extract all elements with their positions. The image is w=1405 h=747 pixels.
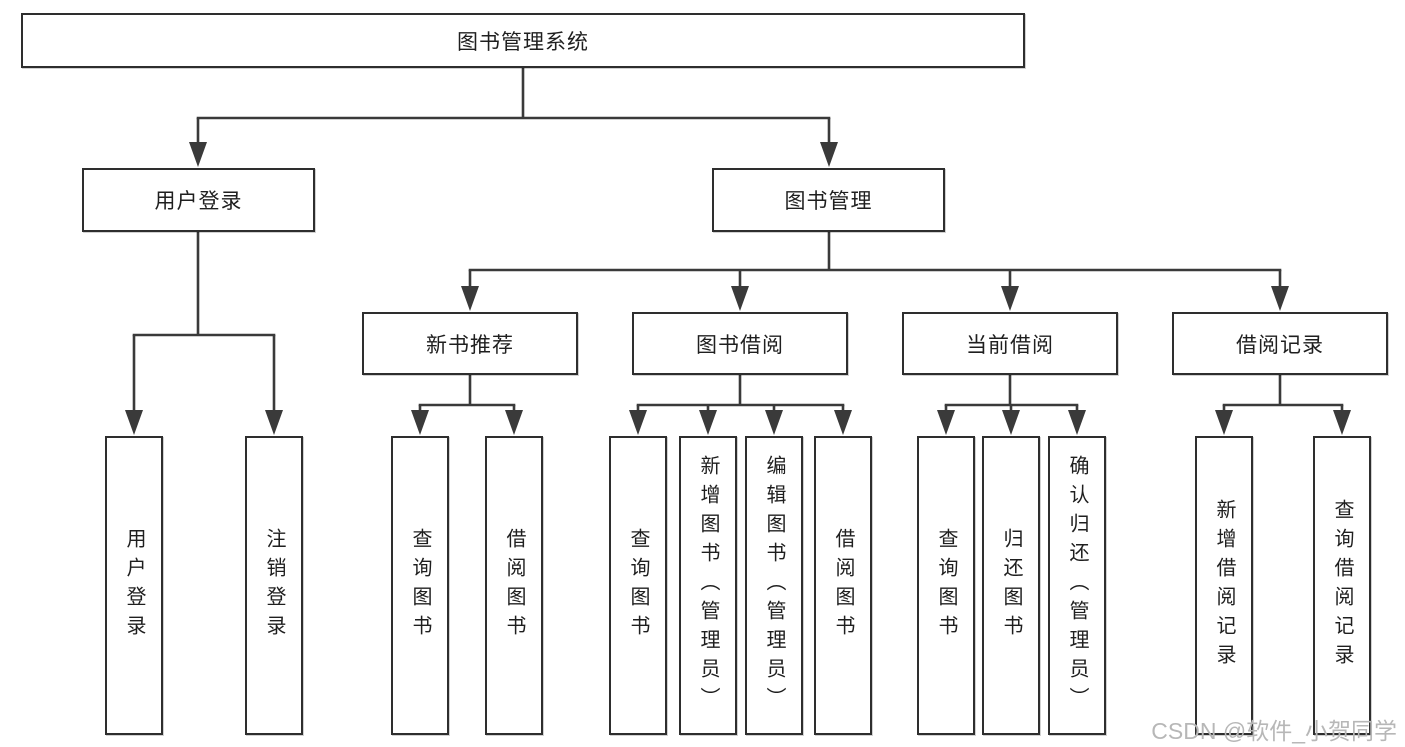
leaf-query-books-current-label: 查询图书 <box>935 527 957 644</box>
watermark: CSDN @软件_小贺同学 <box>1151 718 1397 744</box>
node-borrow-records-label: 借阅记录 <box>1236 333 1324 357</box>
node-user-login-label: 用户登录 <box>154 190 243 213</box>
leaf-add-book-admin-label: 新增图书（管理员） <box>697 455 719 716</box>
leaf-return-book-label: 归还图书 <box>1000 527 1022 644</box>
leaf-query-books-recommend: 查询图书 <box>391 436 449 735</box>
node-new-book-recommend: 新书推荐 <box>362 312 578 375</box>
node-root-label: 图书管理系统 <box>457 30 589 54</box>
leaf-confirm-return-admin-label: 确认归还（管理员） <box>1066 455 1088 716</box>
node-root: 图书管理系统 <box>21 13 1025 68</box>
node-current-borrow: 当前借阅 <box>902 312 1118 375</box>
leaf-query-books-recommend-label: 查询图书 <box>409 527 431 644</box>
leaf-user-login: 用户登录 <box>105 436 163 735</box>
leaf-query-books-borrow: 查询图书 <box>609 436 667 735</box>
leaf-user-login-label: 用户登录 <box>123 527 145 644</box>
leaf-add-book-admin: 新增图书（管理员） <box>679 436 737 735</box>
node-book-borrow-label: 图书借阅 <box>696 333 784 357</box>
node-user-login: 用户登录 <box>82 168 315 232</box>
leaf-query-borrow-record: 查询借阅记录 <box>1313 436 1371 735</box>
leaf-edit-book-admin-label: 编辑图书（管理员） <box>763 455 785 716</box>
leaf-logout-label: 注销登录 <box>263 527 285 644</box>
node-new-book-recommend-label: 新书推荐 <box>426 333 514 357</box>
leaf-logout: 注销登录 <box>245 436 303 735</box>
leaf-confirm-return-admin: 确认归还（管理员） <box>1048 436 1106 735</box>
node-book-management: 图书管理 <box>712 168 945 232</box>
leaf-borrow-books-recommend-label: 借阅图书 <box>503 527 525 644</box>
arrowheads <box>125 142 1351 435</box>
leaf-edit-book-admin: 编辑图书（管理员） <box>745 436 803 735</box>
node-book-management-label: 图书管理 <box>784 190 873 213</box>
leaf-return-book: 归还图书 <box>982 436 1040 735</box>
leaf-borrow-books-recommend: 借阅图书 <box>485 436 543 735</box>
leaf-borrow-books-label: 借阅图书 <box>832 527 854 644</box>
leaf-add-borrow-record-label: 新增借阅记录 <box>1213 498 1235 673</box>
leaf-query-books-current: 查询图书 <box>917 436 975 735</box>
node-borrow-records: 借阅记录 <box>1172 312 1388 375</box>
node-book-borrow: 图书借阅 <box>632 312 848 375</box>
leaf-add-borrow-record: 新增借阅记录 <box>1195 436 1253 735</box>
leaf-borrow-books: 借阅图书 <box>814 436 872 735</box>
node-current-borrow-label: 当前借阅 <box>966 333 1054 357</box>
leaf-query-borrow-record-label: 查询借阅记录 <box>1331 498 1353 673</box>
leaf-query-books-borrow-label: 查询图书 <box>627 527 649 644</box>
